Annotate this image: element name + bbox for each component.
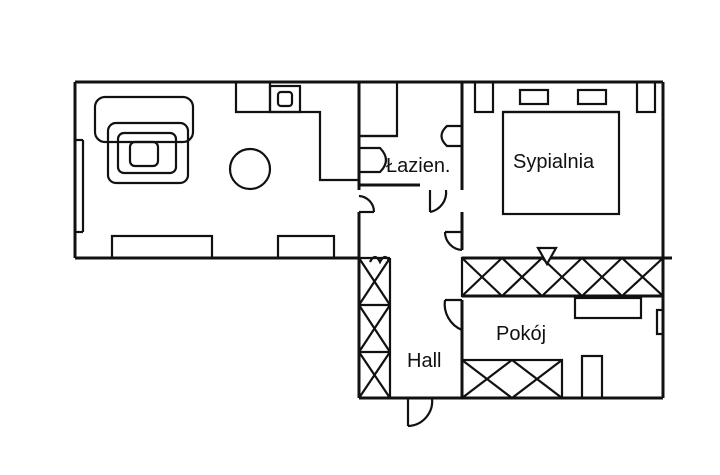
nightstand-right [635, 80, 657, 114]
door-bathroom [428, 189, 448, 214]
bathroom-fixtures [357, 80, 462, 174]
cabinet-left [110, 234, 214, 260]
interior-walls [234, 82, 672, 398]
wardrobe-bedroom [460, 246, 665, 298]
double-bed [501, 88, 621, 216]
door-room [443, 298, 463, 332]
wardrobe-hall [358, 255, 391, 399]
living-room-window [75, 138, 85, 234]
round-table [228, 147, 272, 191]
door-living-room [358, 194, 376, 214]
door-entrance [406, 397, 434, 428]
cabinet-right [276, 234, 336, 260]
sofa-armchair [93, 95, 195, 185]
nightstand-left [473, 80, 495, 114]
kitchen-sink [268, 82, 302, 114]
shelf [580, 354, 604, 400]
room-window [655, 308, 665, 336]
door-bedroom [443, 230, 463, 252]
wardrobe-room [460, 358, 564, 400]
desk [573, 296, 643, 320]
outer-walls [73, 80, 665, 400]
label-bathroom: Łazien. [386, 155, 451, 177]
label-bedroom: Sypialnia [513, 151, 595, 173]
label-room: Pokój [496, 323, 546, 345]
label-hall: Hall [407, 350, 441, 372]
